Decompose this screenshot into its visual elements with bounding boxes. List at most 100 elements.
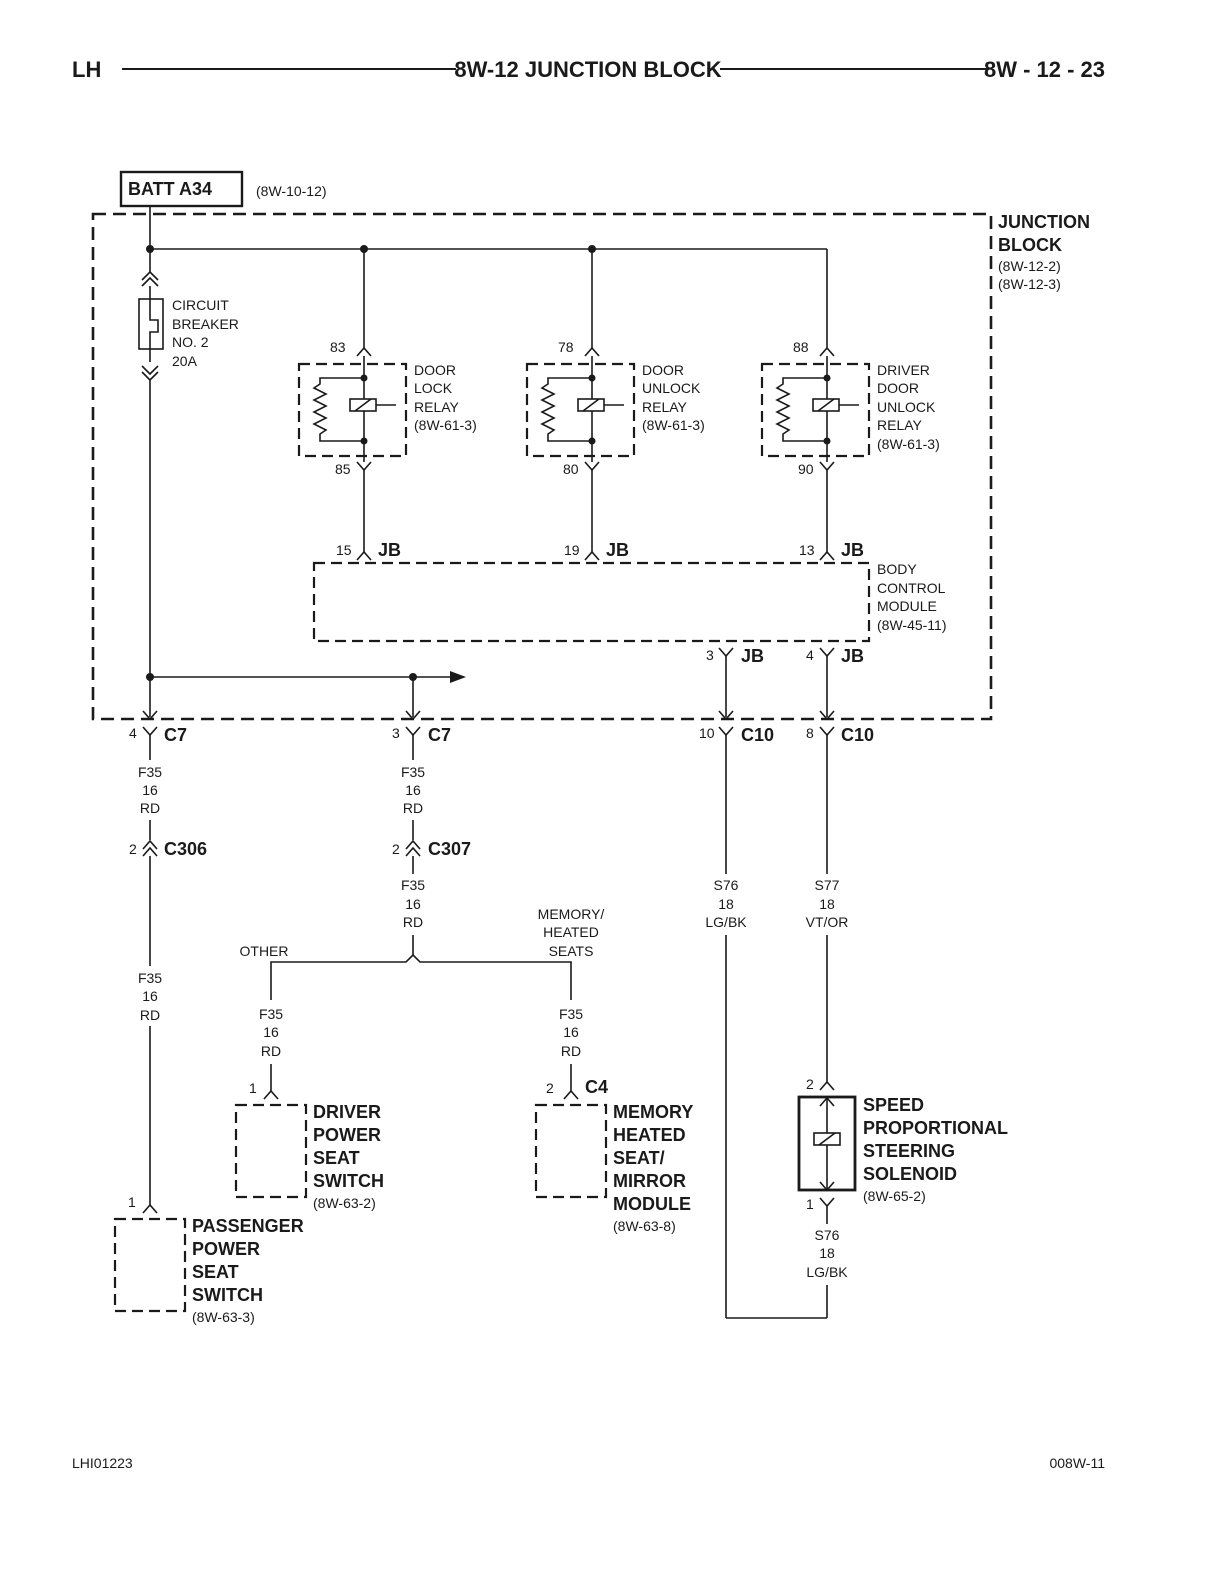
connector-chevron: [405, 846, 421, 857]
split-label-memory: HEATED: [543, 924, 599, 940]
page-header: LH 8W-12 JUNCTION BLOCK 8W - 12 - 23: [72, 57, 1105, 82]
bcm-output-conn: JB: [841, 646, 864, 666]
c4-label: C4: [585, 1077, 608, 1097]
connector-chevron: [819, 1197, 835, 1208]
wire-color: RD: [403, 914, 423, 930]
continuation-arrow: [450, 671, 466, 683]
header-page-number: 8W - 12 - 23: [984, 57, 1105, 82]
relay-coil-resistor: [775, 377, 827, 442]
relay-bottom-pin: 85: [335, 461, 351, 477]
component-label: POWER: [313, 1125, 381, 1145]
c10-label: C10: [841, 725, 874, 745]
split-label-memory: SEATS: [549, 943, 594, 959]
connector-chevron: [718, 647, 734, 658]
breaker-label: BREAKER: [172, 316, 239, 332]
steering-solenoid-circuit: S76 18 LG/BK S77 18 VT/OR 2 1 SPEED PROP…: [705, 735, 1008, 1319]
relay-coil-resistor: [312, 377, 364, 442]
jb-ref: (8W-12-2): [998, 258, 1061, 274]
c307-pin: 2: [392, 841, 400, 857]
relay-top-pin: 78: [558, 339, 574, 355]
relay-bottom-pin: 80: [563, 461, 579, 477]
junction-block-outline: [91, 212, 993, 721]
c10-pin: 8: [806, 725, 814, 741]
wire-color: VT/OR: [806, 914, 849, 930]
solenoid-top-pin: 2: [806, 1076, 814, 1092]
connector-chevron: [142, 710, 158, 721]
relay-label: RELAY: [642, 399, 688, 415]
wire-gauge: 16: [142, 988, 158, 1004]
batt-a34-source: BATT A34 (8W-10-12): [119, 170, 327, 208]
relay-label: DOOR: [877, 380, 919, 396]
bcm-input-pin: 13: [799, 542, 815, 558]
breaker-label: 20A: [172, 353, 198, 369]
wire-code: F35: [138, 764, 162, 780]
wire-color: RD: [140, 800, 160, 816]
connector-chevron: [563, 1089, 579, 1100]
relay-label: LOCK: [414, 380, 453, 396]
bcm-output-conn: JB: [741, 646, 764, 666]
wire-gauge: 18: [819, 896, 835, 912]
component-ref: (8W-63-8): [613, 1218, 676, 1234]
wire-gauge: 16: [563, 1024, 579, 1040]
bcm-input-pin: 19: [564, 542, 580, 558]
split-label-memory: MEMORY/: [538, 906, 605, 922]
wire-color: RD: [403, 800, 423, 816]
passenger-seat-outline: [113, 1217, 187, 1313]
bcm-input-conn: JB: [378, 540, 401, 560]
body-control-module: 15 JB 19 JB 13 JB BODY CONTROL MODULE (8…: [312, 540, 947, 717]
junction-block-label: JUNCTION BLOCK (8W-12-2) (8W-12-3): [998, 212, 1090, 292]
relay-label: (8W-61-3): [642, 417, 705, 433]
wire-code: S77: [815, 877, 840, 893]
connector-chevron: [141, 365, 159, 376]
wire-gauge: 16: [405, 782, 421, 798]
footer-page-ref: 008W-11: [1049, 1455, 1105, 1471]
relay-label: RELAY: [877, 417, 923, 433]
connector-chevron: [405, 726, 421, 737]
relay-outline: [297, 362, 408, 458]
circuit-breaker-no2: CIRCUIT BREAKER NO. 2 20A: [138, 270, 239, 382]
relay-label: UNLOCK: [877, 399, 936, 415]
bcm-label: MODULE: [877, 598, 937, 614]
connector-chevron: [718, 710, 734, 721]
connector-chevron: [819, 346, 835, 357]
relay-label: UNLOCK: [642, 380, 701, 396]
wire-gauge: 18: [718, 896, 734, 912]
connector-chevron: [142, 846, 158, 857]
batt-ref: (8W-10-12): [256, 183, 327, 199]
component-label: SEAT: [313, 1148, 360, 1168]
component-label: DRIVER: [313, 1102, 381, 1122]
wire-code: F35: [259, 1006, 283, 1022]
component-ref: (8W-63-2): [313, 1195, 376, 1211]
breaker-label: CIRCUIT: [172, 297, 229, 313]
component-ref: (8W-63-3): [192, 1309, 255, 1325]
bcm-label: (8W-45-11): [877, 617, 947, 633]
connector-chevron: [819, 1181, 835, 1192]
c307-label: C307: [428, 839, 471, 859]
passenger-seat-circuit: F35 16 RD 2 C306 F35 16 RD 1 PASSENGER P…: [113, 735, 304, 1325]
component-label: MODULE: [613, 1194, 691, 1214]
component-label: SOLENOID: [863, 1164, 957, 1184]
bcm-input-conn: JB: [841, 540, 864, 560]
relay-label: (8W-61-3): [877, 436, 940, 452]
relay-outline: [760, 362, 871, 458]
component-label: PASSENGER: [192, 1216, 304, 1236]
relay-label: DOOR: [642, 362, 684, 378]
jb-label-line: BLOCK: [998, 235, 1062, 255]
connector-chevron: [405, 839, 421, 850]
wire-color: RD: [561, 1043, 581, 1059]
seat-split-circuit: F35 16 RD 2 C307 F35 16 RD OTHER MEMORY/…: [234, 735, 693, 1234]
wire-color: RD: [140, 1007, 160, 1023]
breaker-label: NO. 2: [172, 334, 209, 350]
passenger-seat-pin: 1: [128, 1194, 136, 1210]
c7-label: C7: [428, 725, 451, 745]
connector-chevron: [141, 270, 159, 281]
component-label: PROPORTIONAL: [863, 1118, 1008, 1138]
component-label: POWER: [192, 1239, 260, 1259]
header-title: 8W-12 JUNCTION BLOCK: [454, 57, 721, 82]
wire-color: RD: [261, 1043, 281, 1059]
door-lock-relay: 83 85 DOOR LOCK RELAY (8W-61-3): [297, 249, 477, 552]
wire-code: S76: [815, 1227, 840, 1243]
solenoid-bottom-pin: 1: [806, 1196, 814, 1212]
component-ref: (8W-65-2): [863, 1188, 926, 1204]
relay-coil-resistor: [540, 377, 592, 442]
